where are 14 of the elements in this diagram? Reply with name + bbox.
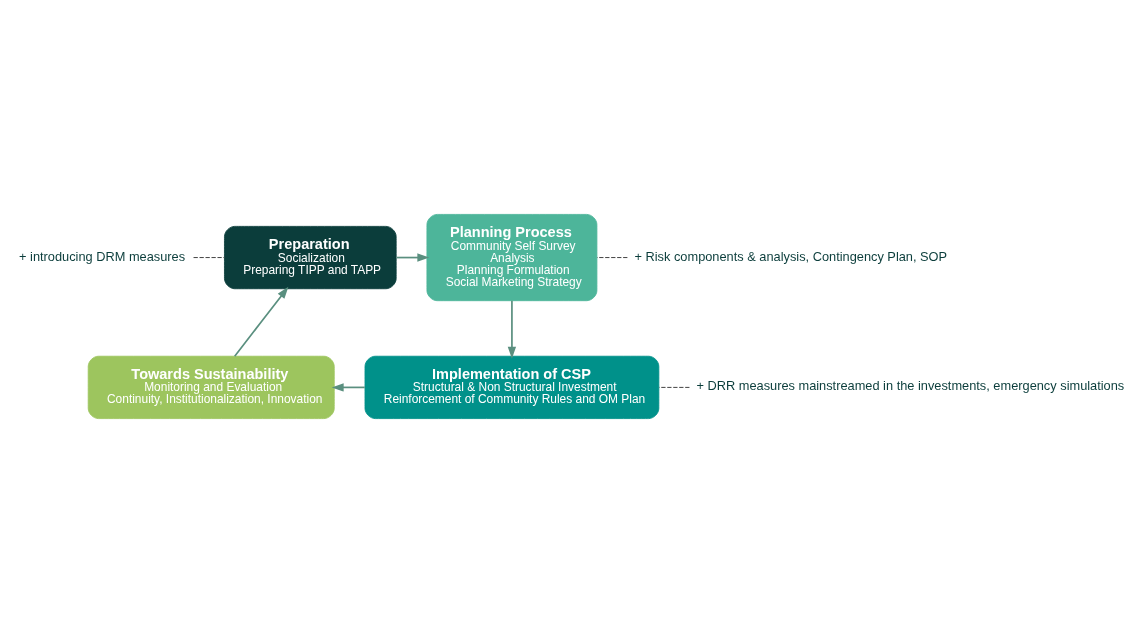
node-text: + Risk components & analysis, Contingency Plan, SOP [634, 248, 948, 264]
arrow [507, 299, 517, 359]
node-box: Preparation Socialization Preparing TIPP and TAPP [224, 225, 397, 289]
node-box: Towards Sustainability Monitoring and Evaluation Continuity, Institutionalization, Innovation [87, 355, 335, 419]
arrow [233, 286, 289, 357]
node-box: Implementation of CSP Structural & Non Structural Investment Reinforcement of Community Rules and OM Plan [364, 355, 660, 419]
arrow [331, 382, 366, 392]
node-box: Planning Process Community Self Survey Analysis Planning Formulation Social Marketing Strategy [426, 213, 598, 301]
node-text: + introducing DRM measures [19, 248, 186, 264]
connector [193, 256, 225, 258]
arrow [395, 252, 430, 262]
connector [658, 386, 690, 388]
node-text: + DRR measures mainstreamed in the investments, emergency simulations [696, 377, 1125, 393]
connector [596, 256, 628, 258]
